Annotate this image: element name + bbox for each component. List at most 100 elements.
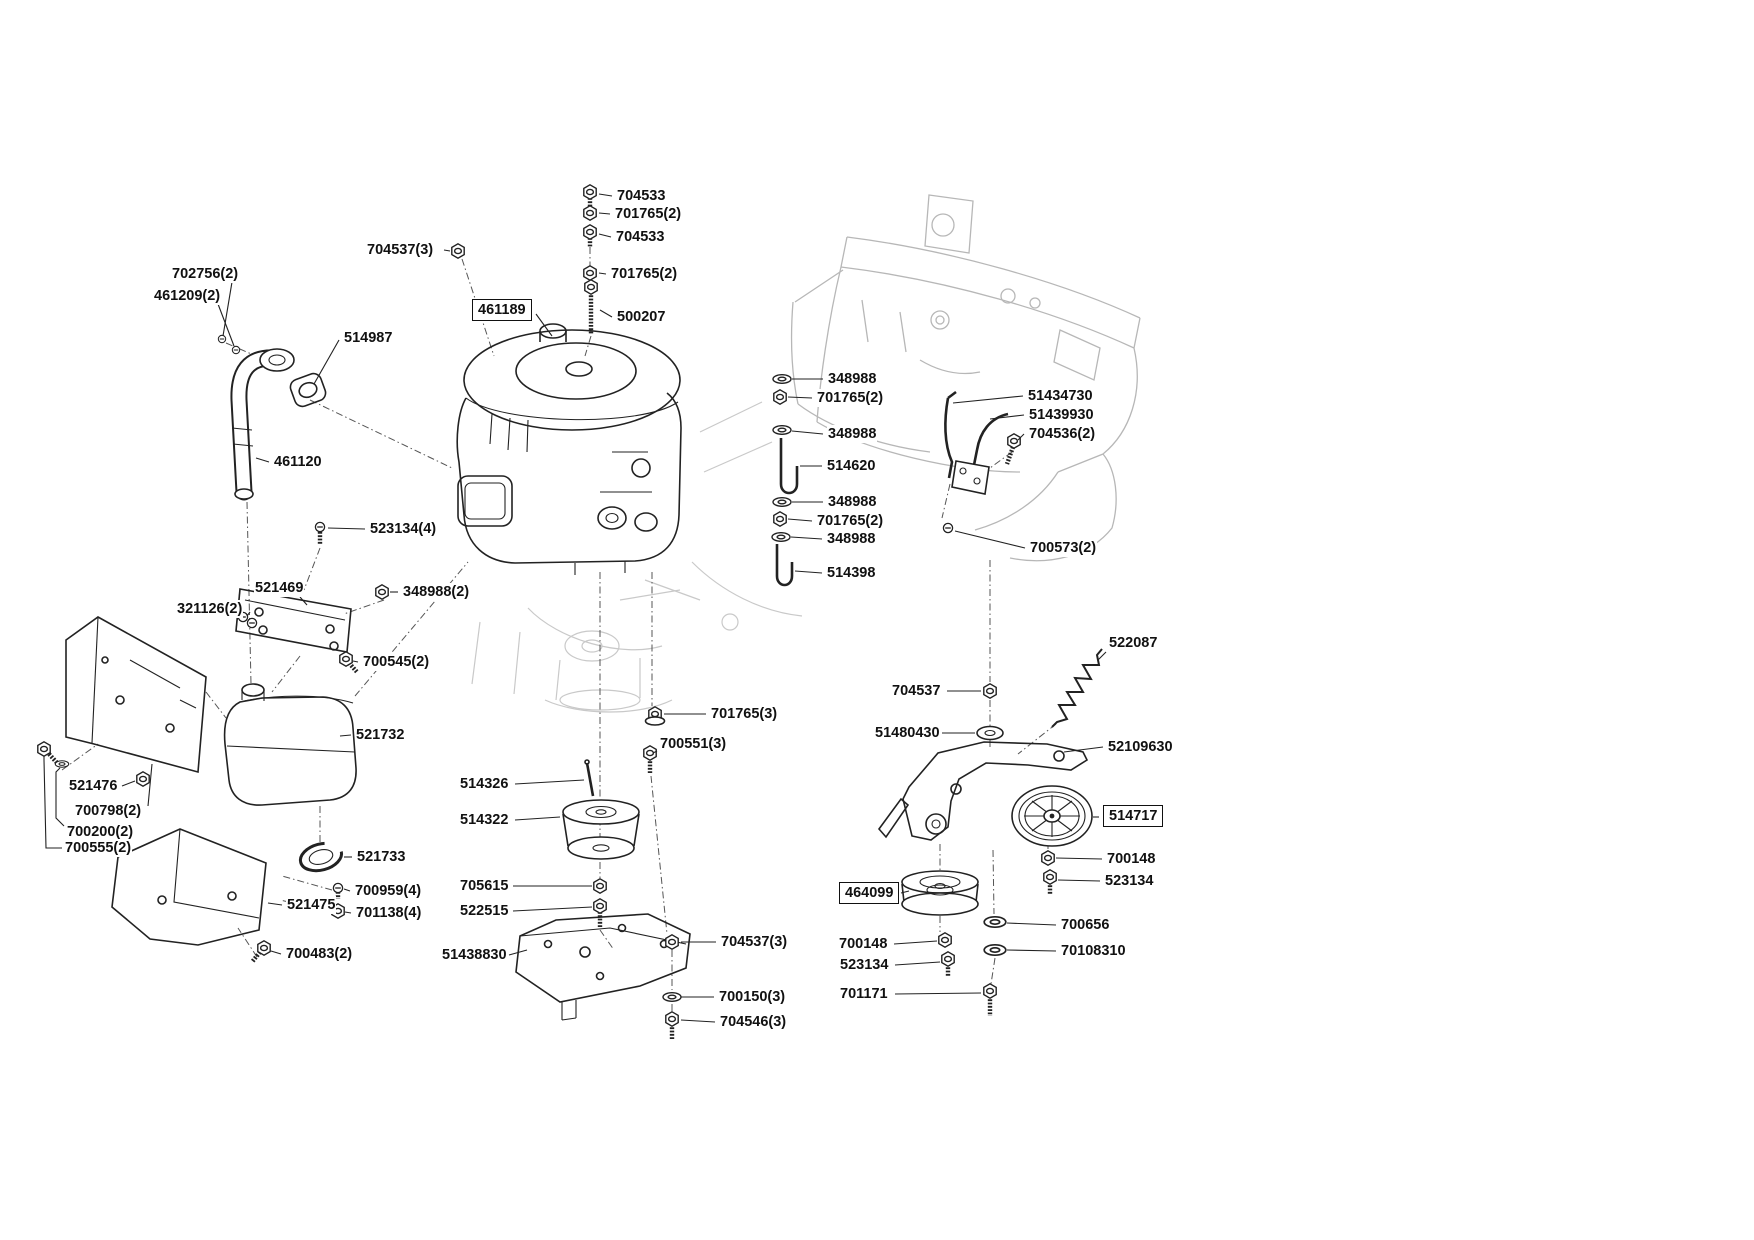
part-label-464099: 464099 xyxy=(839,882,900,904)
part-label-700555(2): 700555(2) xyxy=(64,839,133,857)
part-label-701171: 701171 xyxy=(839,985,889,1003)
leader-line-701765(2) xyxy=(787,396,813,399)
heat-shield-lower-drawing xyxy=(111,828,267,946)
leader-line-701138(4) xyxy=(344,911,352,914)
leader-line-701765(2) xyxy=(598,212,611,215)
leader-line-521476 xyxy=(121,780,136,787)
part-label-348988: 348988 xyxy=(827,425,878,443)
leader-line-321126(2) xyxy=(246,611,251,617)
part-label-348988: 348988 xyxy=(826,530,877,548)
part-label-514322: 514322 xyxy=(459,811,510,829)
exhaust-pipe-drawing xyxy=(230,348,295,501)
part-label-521732: 521732 xyxy=(355,726,406,744)
control-rods-drawing xyxy=(944,390,1009,495)
part-label-705615: 705615 xyxy=(459,877,510,895)
part-label-701765(2): 701765(2) xyxy=(614,205,683,223)
idler-arm-drawing xyxy=(877,741,1089,841)
leader-line-523134 xyxy=(1057,879,1101,882)
part-label-702756(2): 702756(2) xyxy=(171,265,240,283)
leader-line-704533 xyxy=(598,233,612,238)
part-label-523134: 523134 xyxy=(839,956,890,974)
leader-line-704536(2) xyxy=(1017,433,1025,441)
leader-line-51434730 xyxy=(952,395,1024,404)
leader-line-700959(4) xyxy=(343,888,351,892)
leader-line-700798(2) xyxy=(147,763,153,807)
leader-line-700483(2) xyxy=(270,950,282,955)
leader-line-348988 xyxy=(790,536,823,540)
leader-line-704533 xyxy=(598,193,613,197)
part-label-70108310: 70108310 xyxy=(1060,942,1127,960)
part-label-522515: 522515 xyxy=(459,902,510,920)
leader-line-514987 xyxy=(313,339,340,385)
part-label-700798(2): 700798(2) xyxy=(74,802,143,820)
part-label-700573(2): 700573(2) xyxy=(1029,539,1098,557)
part-label-321126(2): 321126(2) xyxy=(176,600,244,618)
leader-line-514322 xyxy=(514,816,561,821)
part-label-461189: 461189 xyxy=(472,299,532,321)
part-label-51439930: 51439930 xyxy=(1028,406,1095,424)
leader-line-702756(2) xyxy=(222,281,233,337)
part-label-523134(4): 523134(4) xyxy=(369,520,438,538)
part-label-521733: 521733 xyxy=(356,848,407,866)
hardware-fasteners xyxy=(37,184,1057,1040)
leader-line-700555(2) xyxy=(43,756,62,849)
part-label-701138(4): 701138(4) xyxy=(355,904,423,922)
leader-line-70108310 xyxy=(1006,949,1057,952)
part-label-701765(3): 701765(3) xyxy=(710,705,779,723)
leader-line-700148 xyxy=(1055,857,1103,860)
leader-line-704537(3) xyxy=(443,249,451,252)
part-label-700545(2): 700545(2) xyxy=(362,653,431,671)
part-label-704537(3): 704537(3) xyxy=(366,241,435,259)
part-label-500207: 500207 xyxy=(616,308,667,326)
leader-line-51439930 xyxy=(989,414,1025,420)
leader-line-521475 xyxy=(267,902,283,906)
leader-line-52109630 xyxy=(1063,746,1104,753)
part-label-704533: 704533 xyxy=(616,187,667,205)
part-label-700483(2): 700483(2) xyxy=(285,945,354,963)
part-label-51480430: 51480430 xyxy=(874,724,941,742)
leader-line-521732 xyxy=(339,734,352,737)
leader-line-514326 xyxy=(514,779,585,785)
part-label-348988: 348988 xyxy=(827,493,878,511)
leader-line-700200(2) xyxy=(55,767,65,827)
part-label-461209(2): 461209(2) xyxy=(153,287,222,305)
leader-line-348988 xyxy=(791,430,824,435)
leader-line-701765(2) xyxy=(598,272,607,275)
part-label-523134: 523134 xyxy=(1104,872,1155,890)
part-label-514987: 514987 xyxy=(343,329,394,347)
part-label-51438830: 51438830 xyxy=(441,946,508,964)
part-label-521469: 521469 xyxy=(254,579,305,597)
part-label-704536(2): 704536(2) xyxy=(1028,425,1097,443)
part-label-700150(3): 700150(3) xyxy=(718,988,787,1006)
leader-line-464099 xyxy=(900,890,910,894)
leader-line-700545(2) xyxy=(352,660,359,663)
heat-shield-upper-drawing xyxy=(65,616,207,774)
leader-line-461120 xyxy=(255,457,270,463)
part-label-704537(3): 704537(3) xyxy=(720,933,789,951)
part-label-701765(2): 701765(2) xyxy=(816,389,885,407)
muffler-drawing xyxy=(223,683,357,806)
part-label-514398: 514398 xyxy=(826,564,877,582)
engine-drawing xyxy=(456,323,682,575)
part-label-461120: 461120 xyxy=(273,453,323,471)
leader-line-523134 xyxy=(894,961,941,966)
part-label-348988: 348988 xyxy=(827,370,878,388)
part-label-704533: 704533 xyxy=(615,228,666,246)
leader-line-51438830 xyxy=(508,949,528,956)
leader-line-523134(4) xyxy=(327,527,366,530)
leader-lines xyxy=(43,193,1107,1023)
part-label-700656: 700656 xyxy=(1060,916,1111,934)
leader-line-522087 xyxy=(1097,651,1107,661)
part-label-700959(4): 700959(4) xyxy=(354,882,423,900)
muffler-cap-drawing xyxy=(298,841,344,873)
leader-line-701765(2) xyxy=(787,518,813,522)
leader-line-700573(2) xyxy=(954,530,1026,549)
idler-pulley-drawing xyxy=(1011,785,1093,847)
leader-line-704546(3) xyxy=(680,1019,716,1023)
leader-line-521469 xyxy=(299,596,308,606)
j-bolt-drawings xyxy=(775,438,799,587)
part-label-514326: 514326 xyxy=(459,775,510,793)
exhaust-flange-drawing xyxy=(289,372,327,408)
